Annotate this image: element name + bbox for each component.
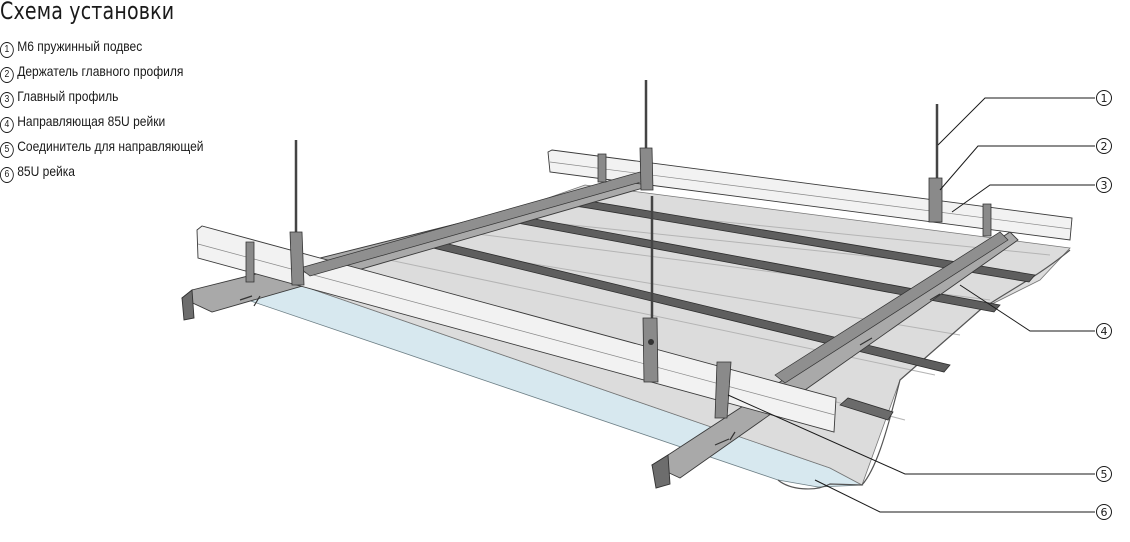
callout-3: 3: [1096, 177, 1112, 193]
hanger-holder: [928, 177, 943, 223]
legend-label: 85U рейка: [17, 163, 75, 179]
callout-number: 6: [1101, 506, 1108, 519]
leader-6: [814, 479, 1095, 513]
legend-number: 2: [0, 67, 14, 83]
callout-number: 2: [1101, 140, 1108, 153]
leader-4: [959, 284, 1095, 332]
leader-2: [939, 145, 1095, 191]
callout-5: 5: [1096, 466, 1112, 482]
callout-markers: 1 2 3 4 5 6: [1096, 90, 1112, 520]
profile-holder: [245, 241, 255, 283]
leader-5: [727, 394, 1095, 475]
inner-profile-right: [774, 231, 1009, 384]
carrier-rail-front: [839, 397, 894, 421]
legend-label: Держатель главного профиля: [17, 63, 184, 79]
profile-holder: [982, 203, 992, 237]
legend-number: 6: [0, 167, 14, 183]
callout-6: 6: [1096, 504, 1112, 520]
legend-number: 3: [0, 92, 14, 108]
callout-2: 2: [1096, 138, 1112, 154]
callout-number: 5: [1101, 468, 1108, 481]
callout-1: 1: [1096, 90, 1112, 106]
diagram-title: Схема установки: [0, 0, 175, 25]
callout-number: 4: [1101, 325, 1108, 338]
cross-profile-right-end: [651, 454, 671, 489]
rail-carriers: [424, 198, 1036, 421]
callout-lines: [727, 97, 1095, 513]
legend-number: 5: [0, 142, 14, 158]
callout-4: 4: [1096, 323, 1112, 339]
leader-1: [937, 97, 1095, 146]
inner-profiles: [299, 171, 1009, 384]
legend-label: Главный профиль: [17, 88, 119, 104]
hanger-holder: [642, 317, 659, 383]
hanger-holder: [289, 231, 305, 286]
profile-slots: [239, 293, 941, 446]
legend-number: 1: [0, 42, 14, 58]
hanger-holder: [639, 147, 654, 191]
hangers: [245, 80, 992, 419]
legend-label: Соединитель для направляющей: [17, 138, 204, 154]
leader-3: [951, 184, 1095, 213]
profile-holder: [597, 153, 607, 183]
legend-number: 4: [0, 117, 14, 133]
legend-label: M6 пружинный подвес: [17, 38, 143, 54]
cross-profile-left-end: [181, 289, 195, 321]
callout-number: 3: [1101, 179, 1108, 192]
callout-number: 1: [1101, 92, 1108, 105]
legend-label: Направляющая 85U рейки: [17, 113, 166, 129]
profile-holder: [714, 361, 732, 419]
